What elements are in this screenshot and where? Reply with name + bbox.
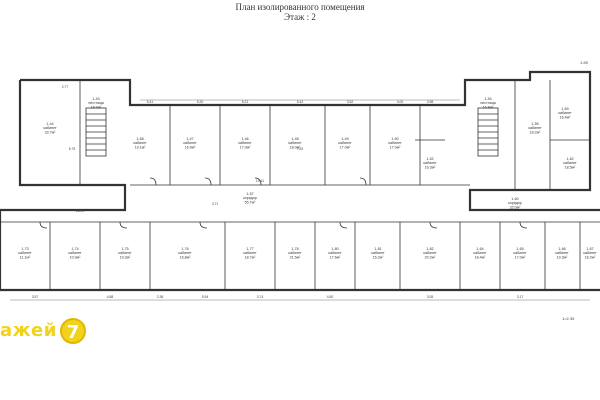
brand-badge: 7 — [60, 318, 86, 344]
dimension-label: 3.74 — [257, 295, 264, 299]
dimension-label: 3.00 — [397, 100, 404, 104]
scale-note: 1=2.35 — [562, 316, 575, 321]
dimension-label: 2.77 — [62, 85, 69, 89]
dimension-label: 15.00 — [76, 209, 85, 213]
plan-title: План изолированного помещения — [235, 2, 365, 12]
dimension-label: 5.42 — [297, 100, 304, 104]
dimension-label: 5.41 — [147, 100, 154, 104]
dimension-label: 3.98 — [427, 100, 434, 104]
dimension-label: 3.71 — [212, 202, 219, 206]
brand-watermark: ажей 7 — [0, 318, 92, 348]
floor-label: Этаж : 2 — [284, 12, 316, 22]
upper-interior-walls — [79, 80, 590, 190]
brand-text: ажей — [0, 320, 57, 341]
dimension-label: 5.20 — [197, 100, 204, 104]
dimension-lines — [10, 99, 590, 301]
dimension-label: 3.57 — [32, 295, 39, 299]
lower-interior-walls — [0, 221, 600, 290]
dimension-label: 3.52 — [347, 100, 354, 104]
dimension-label: 10.11 — [256, 179, 264, 183]
corner-code: 1-59 — [580, 60, 589, 65]
dimension-labels: 5.41 5.20 5.21 5.42 3.52 3.00 3.98 2.77 6.75 7.62… — [32, 85, 524, 299]
door-swings — [39, 177, 528, 229]
dimension-label: 5.94 — [202, 295, 209, 299]
stair-left — [85, 107, 107, 157]
dimension-label: 7.62 — [297, 147, 304, 151]
dimension-label: 3.05 — [427, 295, 434, 299]
dimension-label: 2.38 — [157, 295, 164, 299]
dimension-label: 4.50 — [327, 295, 334, 299]
stair-right — [477, 107, 499, 157]
dimension-label: 6.75 — [69, 147, 76, 151]
dimension-label: 4.88 — [107, 295, 114, 299]
dimension-label: 5.21 — [242, 100, 249, 104]
dimension-label: 3.17 — [517, 295, 524, 299]
